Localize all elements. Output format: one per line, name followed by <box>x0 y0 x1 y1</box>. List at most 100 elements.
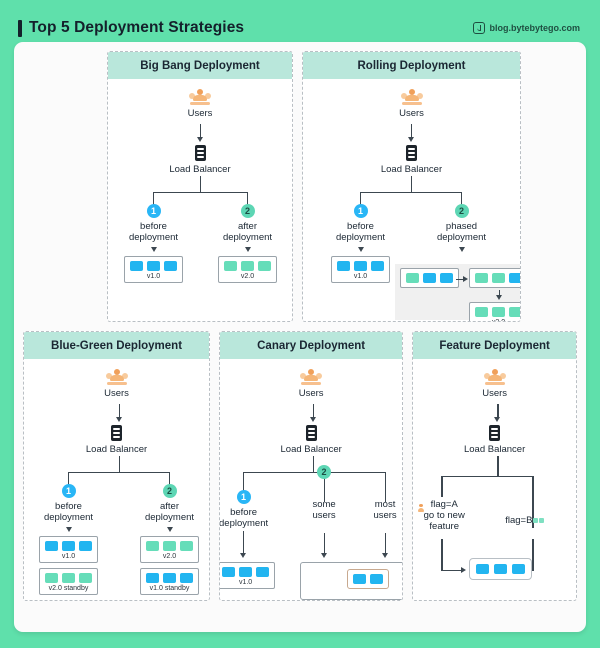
connector <box>243 472 245 494</box>
panel-header-feature: Feature Deployment <box>413 332 576 359</box>
arrow-icon <box>65 527 72 533</box>
flag-a-line1: flag=A <box>430 499 458 510</box>
connector <box>153 192 248 194</box>
title-accent-bar <box>18 19 22 37</box>
standby-label: v1.0 standby <box>149 585 190 593</box>
branch-before: 1 before deployment v1.0 <box>120 204 187 284</box>
branch-before: 1 before deployment <box>220 490 277 529</box>
flag-b-group: flag=B <box>505 515 545 526</box>
flag-a-line2: go to new <box>423 510 465 522</box>
connector <box>169 472 171 485</box>
version-label: v1.0 <box>61 553 76 561</box>
connector <box>324 472 326 502</box>
branch-label-line2: deployment <box>144 512 195 524</box>
connector <box>119 404 121 418</box>
version-label: v1.0 <box>146 273 161 281</box>
step-badge-1: 1 <box>146 204 161 218</box>
users-label: Users <box>104 388 129 399</box>
most-users-line1: most <box>374 499 396 510</box>
panel-body-rolling: Users Load Balancer 1 before <box>303 79 520 321</box>
brand-url: blog.bytebytego.com <box>489 23 580 33</box>
panel-header-big-bang: Big Bang Deployment <box>108 52 292 79</box>
load-balancer-group: Load Balancer <box>413 425 576 455</box>
panel-canary: Canary Deployment Users Load Balancer <box>219 331 404 601</box>
branch-label-line2: deployment <box>128 232 179 244</box>
load-balancer-label: Load Balancer <box>463 444 526 455</box>
connector <box>360 192 462 194</box>
panel-body-blue-green: Users Load Balancer 1 before <box>24 359 209 600</box>
instance-row <box>224 261 271 272</box>
connector <box>441 476 443 497</box>
version-box-v1: v1.0 <box>331 256 390 284</box>
branch-label-line1: after <box>159 501 179 512</box>
step-badge-2: 2 <box>454 204 469 218</box>
connector <box>461 192 463 205</box>
server-icon <box>406 145 417 161</box>
branch-label-line1: before <box>140 221 167 232</box>
standby-label: v2.0 standby <box>48 585 89 593</box>
connector <box>200 176 202 193</box>
branch-after: 2 after deployment v2.0 <box>214 204 281 284</box>
brand-watermark: blog.bytebytego.com <box>473 22 580 34</box>
arrow-icon <box>461 567 467 573</box>
panel-feature: Feature Deployment Users Load Balancer <box>412 331 577 601</box>
arrow-icon <box>166 527 173 533</box>
connector <box>411 176 413 193</box>
version-box-primary: v1.0 <box>39 536 98 564</box>
connector <box>243 531 245 555</box>
server-icon <box>305 425 317 441</box>
panel-title: Canary Deployment <box>257 339 366 352</box>
flag-b-label: flag=B <box>505 515 533 526</box>
flag-a-group: flag=A go to new feature <box>415 499 473 533</box>
branch-most-users: most users <box>359 499 402 521</box>
instance-row <box>146 541 193 552</box>
branch-before: 1 before deployment v1.0 <box>327 204 394 284</box>
version-label: v1.0 <box>353 273 368 281</box>
row-bottom: Blue-Green Deployment Users Load Balance… <box>23 331 577 601</box>
panel-title: Feature Deployment <box>439 339 550 352</box>
users-label: Users <box>482 388 508 399</box>
phase-box-3: v2.0 <box>469 302 520 321</box>
some-users-line2: users <box>312 510 336 522</box>
content-card: Big Bang Deployment Users Load Balancer <box>14 42 586 632</box>
panel-body-big-bang: Users Load Balancer 1 before <box>108 79 292 321</box>
connector <box>441 476 534 478</box>
connector <box>456 278 465 280</box>
bytebytego-logo-icon <box>473 22 486 34</box>
branch-some-users: some users <box>298 499 350 521</box>
arrow-icon <box>494 417 501 422</box>
step-badge-2: 2 <box>240 204 255 218</box>
arrow-icon <box>197 137 203 142</box>
panel-big-bang: Big Bang Deployment Users Load Balancer <box>107 51 293 322</box>
version-box-v2: v2.0 <box>218 256 277 284</box>
panel-title: Big Bang Deployment <box>140 59 260 72</box>
connector <box>119 456 121 473</box>
phase-box-2 <box>469 268 520 288</box>
step-badge-2-wrap: 2 <box>317 465 332 479</box>
branch-after: 2 after deployment v2.0 v1.0 standby <box>136 484 203 596</box>
arrow-icon <box>321 553 328 558</box>
branch-label-line2: deployment <box>222 232 273 244</box>
version-box-standby: v2.0 standby <box>39 568 98 596</box>
version-label: v2.0 <box>162 553 177 561</box>
arrow-icon <box>463 276 468 282</box>
row-top: Big Bang Deployment Users Load Balancer <box>23 51 577 322</box>
server-icon <box>489 425 501 441</box>
connector <box>324 533 326 555</box>
step-badge-2: 2 <box>162 484 177 498</box>
connector <box>499 290 501 297</box>
panel-body-feature: Users Load Balancer flag=A <box>413 359 576 600</box>
users-label: Users <box>399 108 424 119</box>
connector <box>313 456 315 473</box>
title-group: Top 5 Deployment Strategies <box>18 19 244 37</box>
feature-flag-marker-icon <box>533 518 539 524</box>
load-balancer-group: Load Balancer <box>303 145 520 175</box>
feature-target-box <box>469 558 533 580</box>
load-balancer-group: Load Balancer <box>24 425 209 455</box>
panel-blue-green: Blue-Green Deployment Users Load Balance… <box>23 331 211 601</box>
branch-phased: 2 phased deployment <box>428 204 495 253</box>
arrow-icon <box>244 247 251 253</box>
header: Top 5 Deployment Strategies blog.bytebyt… <box>14 14 586 42</box>
arrow-icon <box>310 417 317 422</box>
server-icon <box>111 425 123 441</box>
